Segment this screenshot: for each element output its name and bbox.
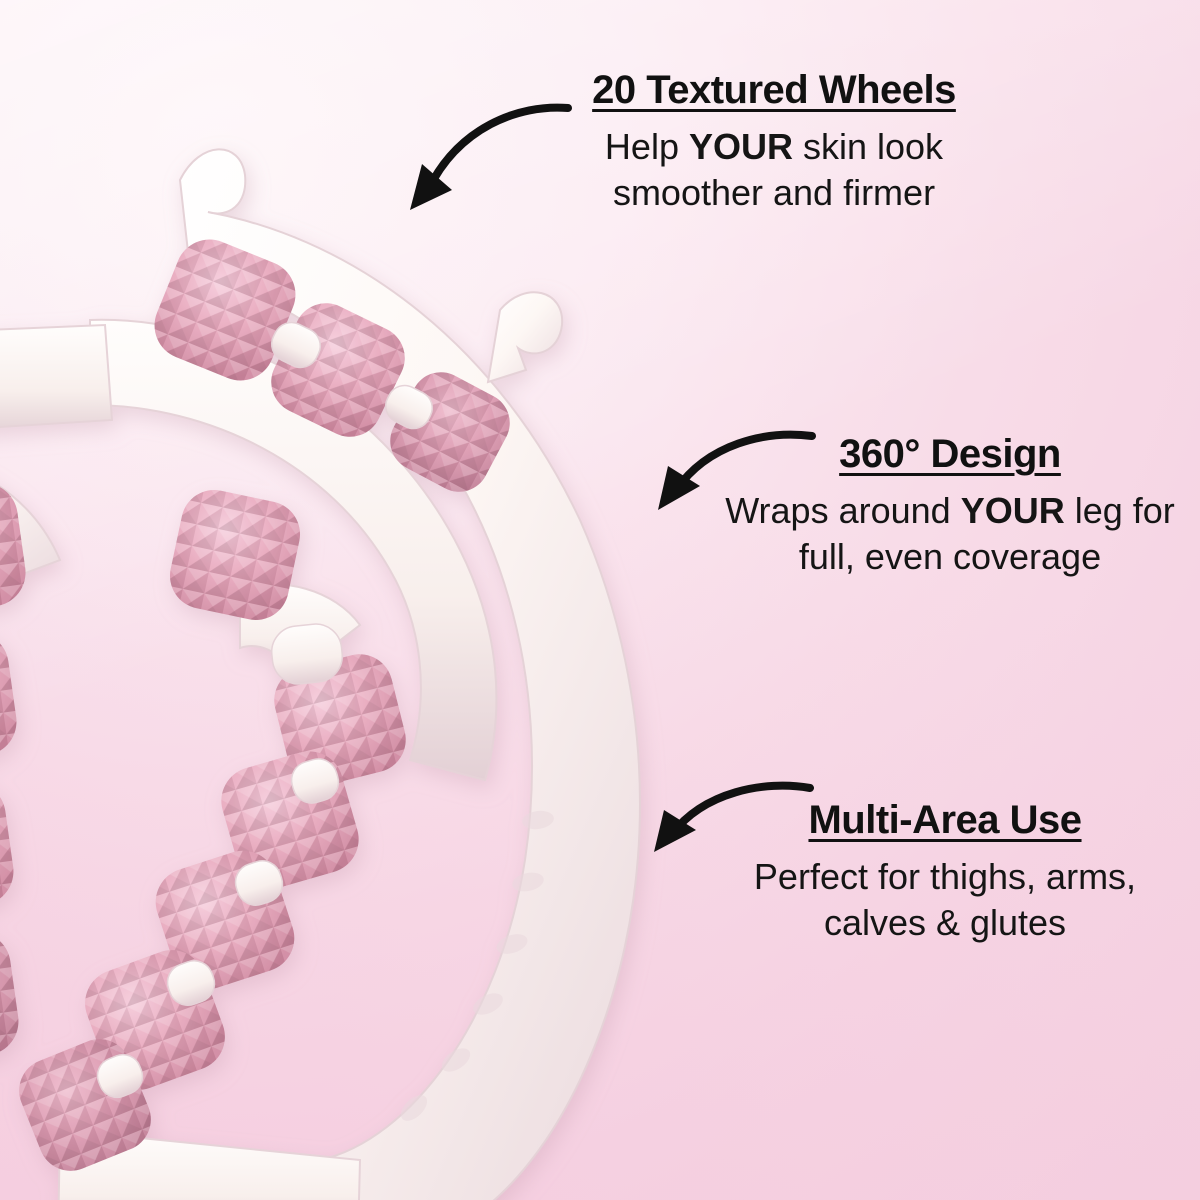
callout-multi-body-prefix: Perfect for thighs, arms, calves & glute… [753,856,1137,944]
callout-multi-body: Perfect for thighs, arms, calves & glute… [700,854,1190,946]
callout-wheels-body-suffix: skin look smoother and firmer [612,126,944,214]
product-image-massage-roller [0,120,700,1200]
callout-multi-headline: Multi-Area Use [808,798,1082,842]
callout-design-body-prefix: Wraps around [725,490,961,531]
callout-wheels-body: Help YOUR skin look smoother and firmer [548,124,1000,216]
callout-design-headline: 360° Design [839,432,1061,476]
callout-textured-wheels: 20 Textured Wheels Help YOUR skin look s… [548,68,1000,216]
callout-360-design: 360° Design Wraps around YOUR leg for fu… [700,432,1200,580]
callout-wheels-body-emphasis: YOUR [688,126,793,167]
callout-wheels-headline: 20 Textured Wheels [592,68,956,112]
callout-design-body-suffix: leg for full, even coverage [798,490,1175,578]
callout-design-body: Wraps around YOUR leg for full, even cov… [700,488,1200,580]
callout-design-body-emphasis: YOUR [960,490,1065,531]
callout-wheels-body-prefix: Help [604,126,689,167]
callout-multi-area-use: Multi-Area Use Perfect for thighs, arms,… [700,798,1190,946]
